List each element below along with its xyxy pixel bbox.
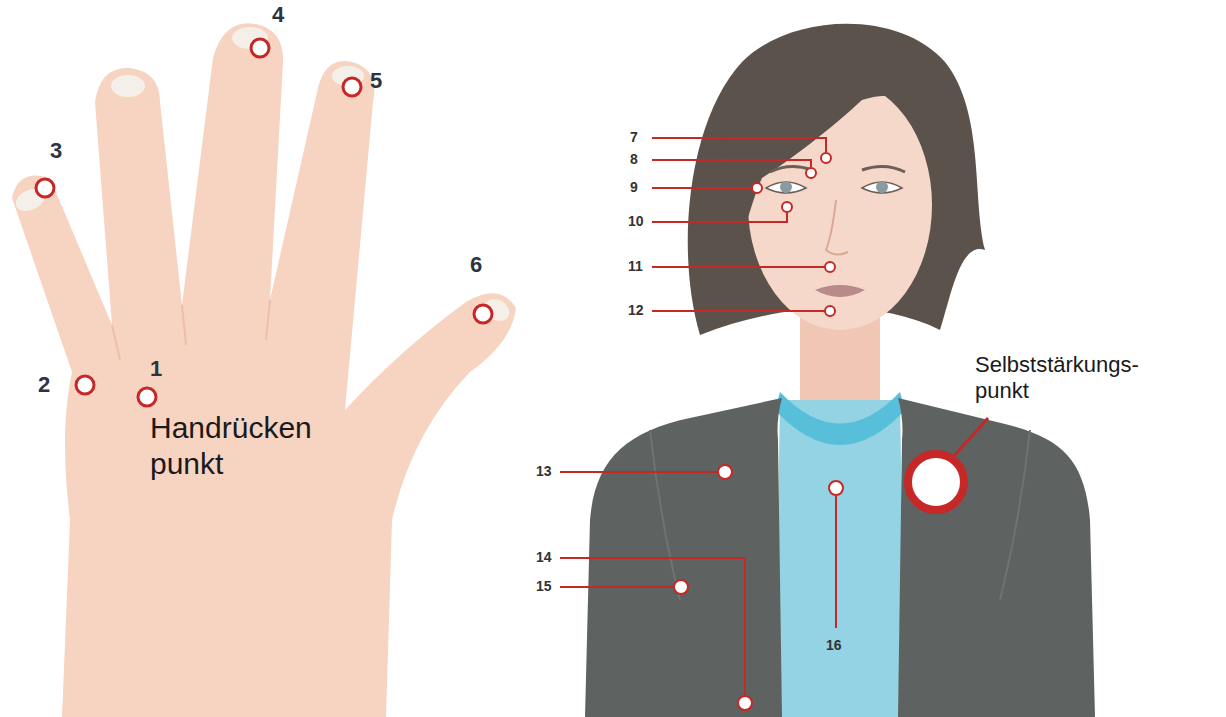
point-label: Handrücken punkt — [150, 410, 325, 482]
jacket-right — [898, 398, 1095, 717]
hair-back — [688, 24, 985, 335]
tapping-point — [806, 168, 816, 178]
callout-number: 7 — [630, 129, 638, 146]
iris — [876, 181, 888, 193]
leader-line — [652, 213, 787, 222]
hand-shape — [12, 23, 516, 717]
shirt-collar — [775, 392, 905, 445]
tapping-point — [718, 465, 732, 479]
callout-number: 1 — [150, 356, 162, 382]
tapping-point — [825, 262, 835, 272]
tapping-point — [829, 481, 843, 495]
tapping-point — [76, 376, 94, 394]
leader-line — [652, 160, 811, 167]
callout-number: 12 — [628, 302, 644, 319]
tapping-point — [674, 580, 688, 594]
point-label: Selbststärkungs- punkt — [975, 352, 1165, 405]
callout-number: 9 — [630, 179, 638, 196]
leader-line — [652, 138, 826, 152]
callout-number: 15 — [536, 578, 552, 595]
callout-number: 4 — [272, 2, 284, 28]
eye — [766, 182, 806, 193]
callout-number: 3 — [50, 138, 62, 164]
callout-number: 2 — [38, 372, 50, 398]
finger-nail — [111, 75, 145, 97]
tapping-point — [138, 388, 156, 406]
leader-line — [652, 187, 752, 189]
tapping-point — [782, 202, 792, 212]
body-points — [674, 153, 843, 710]
tapping-point — [343, 78, 361, 96]
tapping-point — [825, 306, 835, 316]
tapping-point — [821, 153, 831, 163]
tapping-point — [752, 183, 762, 193]
tapping-point — [36, 179, 54, 197]
callout-number: 5 — [370, 68, 382, 94]
callout-number: 13 — [536, 463, 552, 480]
callout-number: 14 — [536, 549, 552, 566]
self-strengthening-point — [908, 454, 964, 510]
callout-number: 11 — [628, 258, 643, 275]
leader-line — [560, 471, 718, 473]
leader-line — [560, 558, 745, 696]
callout-number: 10 — [628, 213, 644, 230]
shirt — [775, 400, 905, 717]
callout-number: 16 — [826, 637, 842, 654]
jacket-seam — [650, 430, 1030, 600]
eyebrow — [770, 166, 905, 172]
lips — [815, 285, 865, 297]
callout-number: 8 — [630, 151, 638, 168]
leader-line — [560, 586, 674, 588]
eye — [862, 182, 902, 193]
tapping-point — [474, 305, 492, 323]
leader-line — [652, 310, 825, 312]
leader-line — [954, 418, 988, 456]
callout-number: 6 — [470, 252, 482, 278]
hair-fringe — [723, 52, 945, 262]
finger-crease — [112, 300, 270, 360]
hand-points — [36, 39, 492, 406]
nose — [826, 200, 848, 255]
leader-line — [652, 266, 825, 268]
tapping-point — [251, 39, 269, 57]
iris — [780, 181, 792, 193]
leader-lines — [560, 138, 988, 696]
tapping-point — [738, 696, 752, 710]
leader-line — [835, 496, 837, 628]
